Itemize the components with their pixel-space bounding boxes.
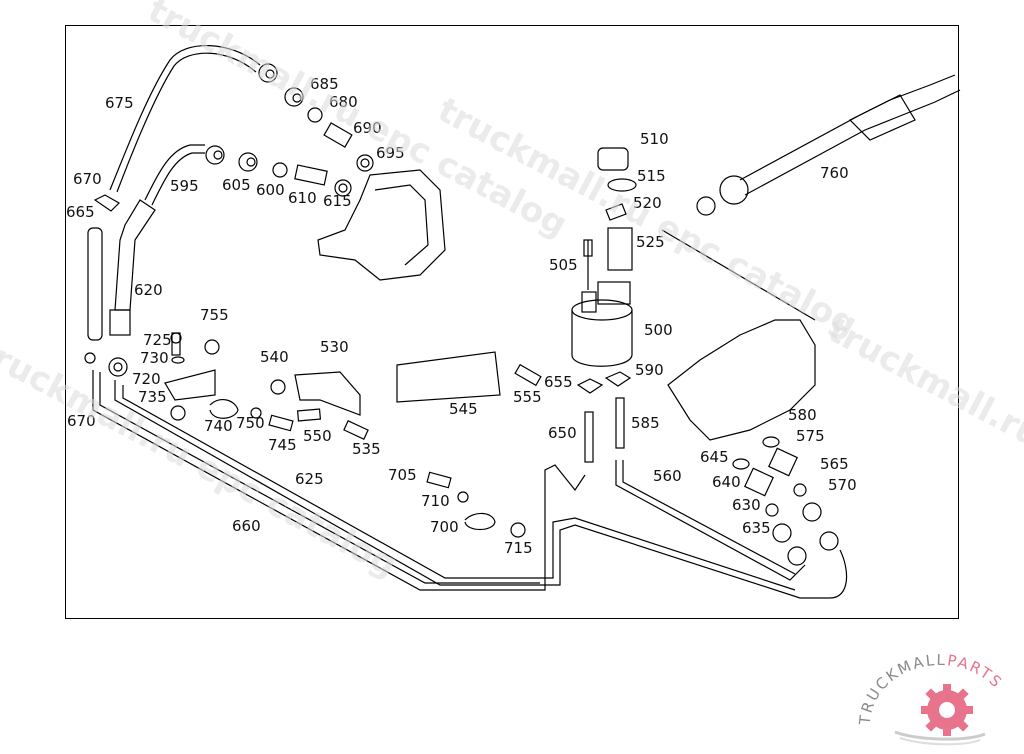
callout-670a[interactable]: 670 [73, 170, 102, 188]
callout-555[interactable]: 555 [513, 388, 542, 406]
callout-545[interactable]: 545 [449, 400, 478, 418]
hose-620 [108, 199, 156, 377]
leader-760 [661, 229, 816, 321]
callout-750[interactable]: 750 [236, 414, 265, 432]
logo-graphic: TRUCKMALLPARTS [856, 651, 1004, 746]
callout-665[interactable]: 665 [66, 203, 95, 221]
fittings-top [205, 63, 374, 197]
callout-635[interactable]: 635 [742, 519, 771, 537]
callout-620[interactable]: 620 [134, 281, 163, 299]
callout-630[interactable]: 630 [732, 496, 761, 514]
callout-720[interactable]: 720 [132, 370, 161, 388]
callout-730[interactable]: 730 [140, 349, 169, 367]
fasteners [84, 332, 542, 538]
diagram-frame [65, 25, 959, 619]
callout-675[interactable]: 675 [105, 94, 134, 112]
callout-660[interactable]: 660 [232, 517, 261, 535]
reservoir-500 [571, 147, 637, 367]
callout-590[interactable]: 590 [635, 361, 664, 379]
callout-645[interactable]: 645 [700, 448, 729, 466]
callout-680[interactable]: 680 [329, 93, 358, 111]
callout-600[interactable]: 600 [256, 181, 285, 199]
callout-700[interactable]: 700 [430, 518, 459, 536]
callout-695[interactable]: 695 [376, 144, 405, 162]
callout-640[interactable]: 640 [712, 473, 741, 491]
hose-665 [87, 194, 120, 341]
callout-505[interactable]: 505 [549, 256, 578, 274]
callout-580[interactable]: 580 [788, 406, 817, 424]
gear-icon [921, 684, 973, 736]
callout-655[interactable]: 655 [544, 373, 573, 391]
callout-745[interactable]: 745 [268, 436, 297, 454]
callout-610[interactable]: 610 [288, 189, 317, 207]
callout-760[interactable]: 760 [820, 164, 849, 182]
callout-560[interactable]: 560 [653, 467, 682, 485]
callout-570[interactable]: 570 [828, 476, 857, 494]
logo-swoosh [899, 737, 981, 746]
line-560 [615, 460, 806, 581]
callout-615[interactable]: 615 [323, 192, 352, 210]
callout-515[interactable]: 515 [637, 167, 666, 185]
power-steering-pump [317, 169, 446, 281]
callout-510[interactable]: 510 [640, 130, 669, 148]
tubes [576, 371, 632, 463]
callout-500[interactable]: 500 [644, 321, 673, 339]
callout-530[interactable]: 530 [320, 338, 349, 356]
callout-705[interactable]: 705 [388, 466, 417, 484]
callout-740[interactable]: 740 [204, 417, 233, 435]
callout-670b[interactable]: 670 [67, 412, 96, 430]
steering-shaft-760 [696, 74, 961, 216]
callout-735[interactable]: 735 [138, 388, 167, 406]
logo-swoosh [894, 730, 986, 741]
callout-625[interactable]: 625 [295, 470, 324, 488]
callout-535[interactable]: 535 [352, 440, 381, 458]
callout-605[interactable]: 605 [222, 176, 251, 194]
callout-725[interactable]: 725 [143, 331, 172, 349]
callout-565[interactable]: 565 [820, 455, 849, 473]
callout-575[interactable]: 575 [796, 427, 825, 445]
callout-540[interactable]: 540 [260, 348, 289, 366]
callout-755[interactable]: 755 [200, 306, 229, 324]
steering-gear [667, 319, 816, 441]
truckmallparts-logo: TRUCKMALLPARTS [855, 640, 1024, 750]
pipe-675 [109, 44, 261, 193]
callout-550[interactable]: 550 [303, 427, 332, 445]
fittings-right [732, 436, 839, 566]
callout-710[interactable]: 710 [421, 492, 450, 510]
callout-595[interactable]: 595 [170, 177, 199, 195]
pipe-595 [144, 144, 205, 206]
callout-715[interactable]: 715 [504, 539, 533, 557]
callout-585[interactable]: 585 [631, 414, 660, 432]
callout-690[interactable]: 690 [353, 119, 382, 137]
callout-525[interactable]: 525 [636, 233, 665, 251]
callout-685[interactable]: 685 [310, 75, 339, 93]
callout-520[interactable]: 520 [633, 194, 662, 212]
callout-650[interactable]: 650 [548, 424, 577, 442]
line-625-660 [92, 370, 848, 599]
